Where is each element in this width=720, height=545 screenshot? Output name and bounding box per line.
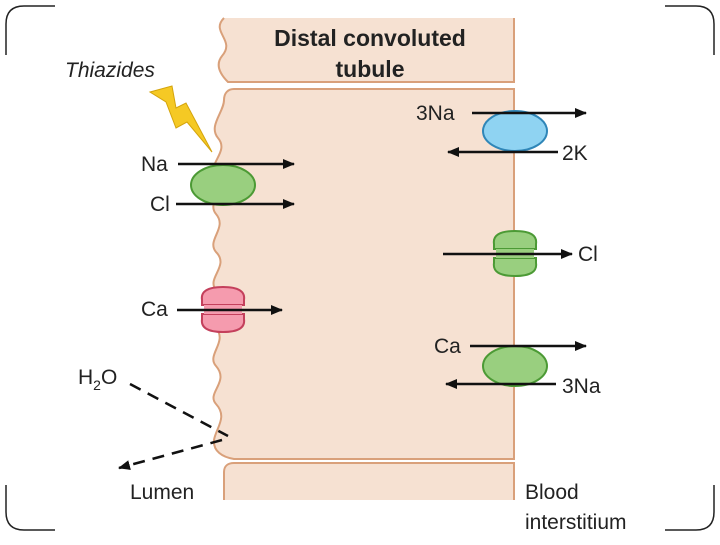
lightning-bolt-icon	[148, 85, 213, 153]
frame-corners	[5, 5, 715, 531]
pump-k-label: 2K	[562, 142, 588, 165]
na-label: Na	[141, 153, 168, 176]
diagram-title-line2: tubule	[336, 56, 405, 82]
blood-label: Blood	[525, 481, 579, 504]
pump-na-label: 3Na	[416, 102, 455, 125]
diagram-title-line1: Distal convoluted	[274, 25, 466, 51]
na-ca-exchanger	[482, 345, 548, 387]
ca-label: Ca	[141, 298, 168, 321]
chloride-label: Cl	[578, 243, 598, 266]
upper-cell	[217, 17, 515, 83]
distal-tubule-cell	[212, 88, 515, 460]
thiazides-label: Thiazides	[65, 59, 155, 82]
nacl-symporter	[190, 164, 256, 206]
na-k-atpase-pump	[482, 110, 548, 152]
lower-cell	[223, 462, 515, 500]
exchanger-na-label: 3Na	[562, 375, 601, 398]
interstitium-label: interstitium	[525, 511, 627, 534]
calcium-channel	[200, 285, 246, 334]
cl-label: Cl	[150, 193, 170, 216]
lumen-label: Lumen	[130, 481, 194, 504]
exchanger-ca-label: Ca	[434, 335, 461, 358]
water-label: H2O	[78, 366, 117, 393]
water-diffusion-path	[129, 382, 229, 438]
water-diffusion-arrow	[118, 438, 223, 470]
